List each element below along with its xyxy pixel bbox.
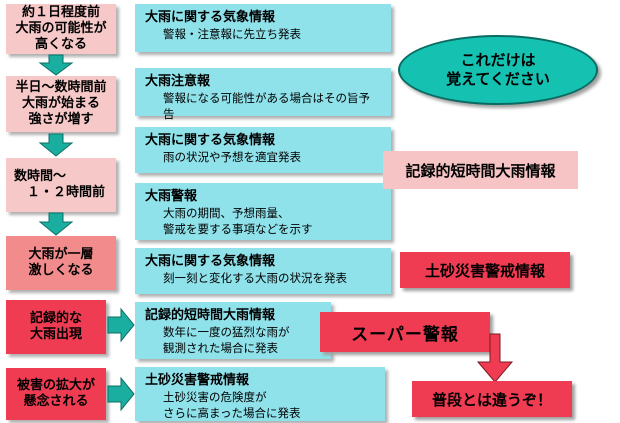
stage-1-line-2: 大雨の可能性が (15, 21, 107, 36)
stage-box-4: 大雨が一層激しくなる (6, 236, 116, 290)
info-box-3: 大雨に関する気象情報 雨の状況や予想を適宜発表 (135, 127, 391, 173)
info-box-7: 土砂災害警戒情報 土砂災害の危険度が さらに高まった場合に発表 (135, 367, 385, 421)
callout-record-rain: 記録的短時間大雨情報 (383, 151, 578, 189)
info-1-desc-1: 警報・注意報に先立ち発表 (163, 27, 301, 41)
info-box-6: 記録的短時間大雨情報 数年に一度の猛烈な雨が 観測された場合に発表 (135, 302, 331, 359)
stage-1-line-3: 高くなる (34, 37, 87, 52)
callout-record-rain-text: 記録的短時間大雨情報 (405, 161, 556, 180)
stage-1-line-1: 約１日程度前 (21, 5, 100, 20)
stage-3-line-2: １・２時間前 (14, 185, 106, 200)
info-2-title: 大雨注意報 (145, 74, 211, 89)
info-6-title: 記録的短時間大雨情報 (145, 308, 276, 323)
stage-box-2: 半日～数時間前大雨が始まる強さが増す (6, 76, 116, 132)
callout-super-warning: スーパー警報 (320, 312, 490, 352)
info-7-title: 土砂災害警戒情報 (145, 373, 250, 388)
stage-box-5: 記録的な大雨出現 (6, 300, 106, 354)
callout-different: 普段とは違うぞ！ (412, 381, 572, 417)
stage-2-line-1: 半日～数時間前 (15, 80, 107, 95)
stage-2-line-2: 大雨が始まる (21, 96, 100, 111)
stage-box-3: 数時間～ １・２時間前 (6, 158, 116, 212)
stage-5-line-1: 記録的な (29, 311, 82, 326)
stage-2-line-3: 強さが増す (28, 112, 94, 127)
right-arrow-1 (107, 307, 135, 343)
stage-4-line-1: 大雨が一層 (28, 247, 94, 262)
callout-super-warning-text: スーパー警報 (351, 324, 459, 345)
info-3-title: 大雨に関する気象情報 (145, 133, 276, 148)
oval-line-1: これだけは (460, 51, 536, 69)
info-box-1: 大雨に関する気象情報 警報・注意報に先立ち発表 (135, 4, 391, 52)
stage-6-line-2: 懸念される (23, 394, 89, 409)
info-7-desc-1: 土砂災害の危険度が (163, 390, 267, 404)
info-box-5: 大雨に関する気象情報 刻一刻と変化する大雨の状況を発表 (135, 248, 391, 294)
down-arrow-3 (38, 212, 74, 236)
info-3-desc-1: 雨の状況や予想を適宜発表 (163, 150, 301, 164)
callout-landslide-text: 土砂災害警戒情報 (424, 261, 545, 280)
info-box-4: 大雨警報 大雨の期間、予想雨量、 警戒を要する事項などを示す (135, 183, 391, 240)
right-arrow-2 (107, 376, 135, 412)
stage-5-line-2: 大雨出現 (29, 327, 82, 342)
stage-4-line-2: 激しくなる (28, 263, 94, 278)
remember-oval: これだけは覚えてください (398, 35, 598, 105)
down-arrow-1 (38, 54, 74, 76)
stage-box-6: 被害の拡大が懸念される (6, 368, 106, 420)
stage-6-line-1: 被害の拡大が (16, 378, 95, 393)
info-6-desc-1: 数年に一度の猛烈な雨が (163, 325, 290, 339)
info-2-desc-1: 警報になる可能性がある場合はその旨予告 (163, 91, 370, 121)
curved-arrow (476, 333, 514, 383)
info-box-2: 大雨注意報 警報になる可能性がある場合はその旨予告 (135, 68, 391, 121)
down-arrow-2 (38, 133, 74, 157)
info-4-title: 大雨警報 (145, 189, 198, 204)
stage-3-line-1: 数時間～ (14, 169, 67, 184)
callout-landslide: 土砂災害警戒情報 (400, 252, 570, 288)
info-6-desc-2: 観測された場合に発表 (163, 341, 278, 355)
info-1-title: 大雨に関する気象情報 (145, 10, 276, 25)
callout-different-text: 普段とは違うぞ！ (431, 390, 552, 409)
stage-box-1: 約１日程度前大雨の可能性が高くなる (6, 4, 116, 54)
info-4-desc-2: 警戒を要する事項などを示す (163, 222, 313, 236)
info-5-title: 大雨に関する気象情報 (145, 254, 276, 269)
oval-line-2: 覚えてください (446, 70, 550, 88)
info-7-desc-2: さらに高まった場合に発表 (163, 406, 301, 420)
info-4-desc-1: 大雨の期間、予想雨量、 (163, 206, 290, 220)
info-5-desc-1: 刻一刻と変化する大雨の状況を発表 (163, 271, 347, 285)
